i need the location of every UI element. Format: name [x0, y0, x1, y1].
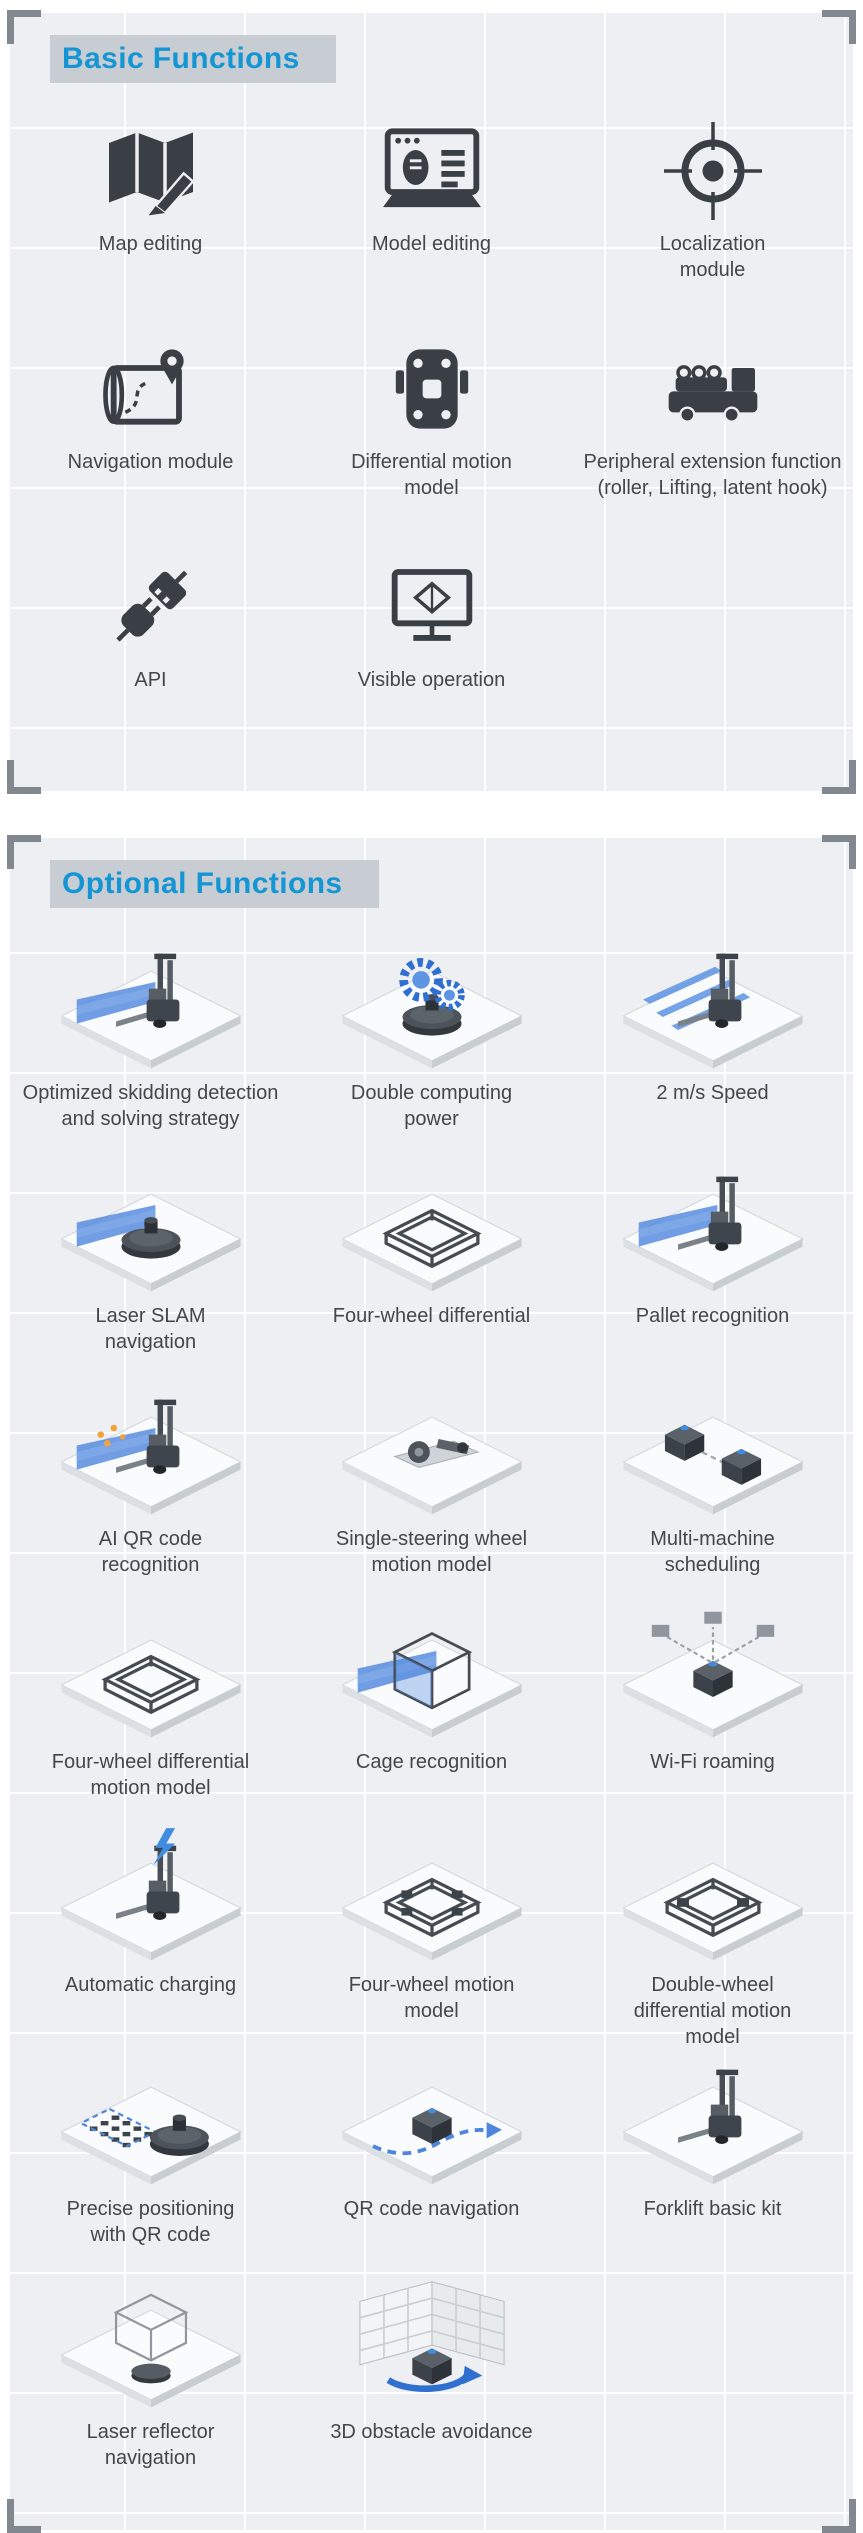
panel-title: Basic Functions [62, 42, 300, 75]
double-computing-power-icon [341, 934, 522, 1069]
feature-label: Precise positioning with QR code [66, 2198, 235, 2246]
feature-item: 2 m/s Speed [572, 934, 853, 1157]
feature-label: Four-wheel motion model [348, 1974, 515, 2022]
feature-item: Four-wheel differential [291, 1157, 572, 1380]
pallet-recognition-icon [622, 1176, 803, 1292]
feature-label: 2 m/s Speed [656, 1082, 769, 1104]
panel-title: Optional Functions [62, 867, 343, 900]
feature-item: Automatic charging [10, 1826, 291, 2050]
feature-item: Differential motion model [291, 333, 572, 551]
ai-qr-code-recognition-icon [60, 1399, 241, 1515]
feature-item: Four-wheel motion model [291, 1826, 572, 2050]
visible-operation-icon [391, 569, 472, 641]
feature-item: QR code navigation [291, 2050, 572, 2273]
api-icon [115, 570, 187, 642]
feature-label: Automatic charging [64, 1974, 237, 1996]
feature-label: Optimized skidding detection and solving… [22, 1082, 279, 1130]
feature-label: Four-wheel differential motion model [51, 1751, 250, 1799]
feature-label: Map editing [98, 233, 203, 255]
feature-item: Double computing power [291, 934, 572, 1157]
feature-item: Wi-Fi roaming [572, 1603, 853, 1826]
feature-label: Peripheral extension function (roller, L… [583, 451, 842, 499]
feature-item: API [10, 551, 291, 769]
speed-2ms-icon [622, 953, 803, 1069]
feature-item: Multi-machine scheduling [572, 1380, 853, 1603]
feature-item: Laser SLAM navigation [10, 1157, 291, 1380]
feature-label: 3D obstacle avoidance [330, 2421, 533, 2443]
feature-item: Laser reflector navigation [10, 2273, 291, 2496]
basic-functions-panel: Basic Functions Map editing [7, 10, 856, 794]
feature-item: Precise positioning with QR code [10, 2050, 291, 2273]
navigation-module-icon [102, 349, 184, 425]
differential-motion-model-icon [395, 349, 468, 429]
automatic-charging-icon [60, 1828, 241, 1961]
feature-label: Laser reflector navigation [86, 2421, 215, 2469]
single-steering-wheel-icon [341, 1416, 522, 1515]
feature-item: Navigation module [10, 333, 291, 551]
skidding-detection-icon [60, 953, 241, 1069]
feature-label: Cage recognition [355, 1751, 508, 1773]
forklift-basic-kit-icon [622, 2069, 803, 2185]
peripheral-extension-icon [668, 365, 757, 423]
map-editing-icon [108, 132, 195, 216]
feature-label: AI QR code recognition [98, 1528, 203, 1576]
four-wheel-differential-icon [341, 1193, 522, 1292]
four-wheel-differential-motion-model-icon [60, 1639, 241, 1738]
cage-recognition-icon [341, 1603, 522, 1738]
feature-item: Localization module [572, 115, 853, 333]
feature-item: Map editing [10, 115, 291, 333]
feature-label: API [134, 669, 167, 691]
feature-label: Forklift basic kit [643, 2198, 782, 2220]
laser-slam-navigation-icon [60, 1193, 241, 1292]
feature-item: Visible operation [291, 551, 572, 769]
feature-item: Forklift basic kit [572, 2050, 853, 2273]
optional-functions-grid: Optimized skidding detection and solving… [10, 838, 853, 2496]
panel-header: Optional Functions [50, 860, 379, 908]
feature-label: Wi-Fi roaming [650, 1751, 775, 1773]
feature-label: Multi-machine scheduling [650, 1528, 775, 1576]
optional-functions-panel: Optional Functions Optimized skidding de… [7, 835, 856, 2533]
feature-label: QR code navigation [343, 2198, 520, 2220]
feature-item: 3D obstacle avoidance [291, 2273, 572, 2496]
feature-label: Differential motion model [351, 451, 512, 499]
panel-header-badge: Basic Functions [50, 35, 336, 83]
feature-item: Peripheral extension function (roller, L… [572, 333, 853, 551]
basic-functions-grid: Map editing Model editing [10, 13, 853, 769]
feature-label: Navigation module [67, 451, 234, 473]
feature-label: Localization module [659, 233, 766, 281]
obstacle-avoidance-3d-icon [358, 2280, 505, 2415]
feature-label: Visible operation [357, 669, 506, 691]
panel-header-badge: Optional Functions [50, 860, 379, 908]
feature-item: Cage recognition [291, 1603, 572, 1826]
feature-label: Double-wheel differential motion model [633, 1974, 792, 2048]
feature-label: Double computing power [350, 1082, 513, 1130]
wifi-roaming-icon [622, 1610, 803, 1738]
double-wheel-differential-motion-model-icon [622, 1862, 803, 1961]
four-wheel-motion-model-icon [341, 1862, 522, 1961]
feature-item: Model editing [291, 115, 572, 333]
feature-label: Model editing [372, 233, 491, 255]
precise-positioning-qr-icon [60, 2086, 241, 2185]
corner-bracket-icon [7, 2499, 41, 2533]
panel-header: Basic Functions [50, 35, 336, 83]
feature-label: Laser SLAM navigation [95, 1305, 206, 1353]
multi-machine-scheduling-icon [622, 1416, 803, 1515]
feature-item: Optimized skidding detection and solving… [10, 934, 291, 1157]
feature-label: Pallet recognition [635, 1305, 790, 1327]
corner-bracket-icon [822, 2499, 856, 2533]
feature-item: Double-wheel differential motion model [572, 1826, 853, 2050]
qr-code-navigation-icon [341, 2086, 522, 2185]
feature-item: Single-steering wheel motion model [291, 1380, 572, 1603]
laser-reflector-navigation-icon [60, 2293, 241, 2408]
feature-item: AI QR code recognition [10, 1380, 291, 1603]
feature-item: Pallet recognition [572, 1157, 853, 1380]
feature-label: Four-wheel differential [332, 1305, 531, 1327]
model-editing-icon [382, 128, 481, 208]
localization-module-icon [663, 122, 762, 220]
feature-item: Four-wheel differential motion model [10, 1603, 291, 1826]
feature-label: Single-steering wheel motion model [335, 1528, 528, 1576]
